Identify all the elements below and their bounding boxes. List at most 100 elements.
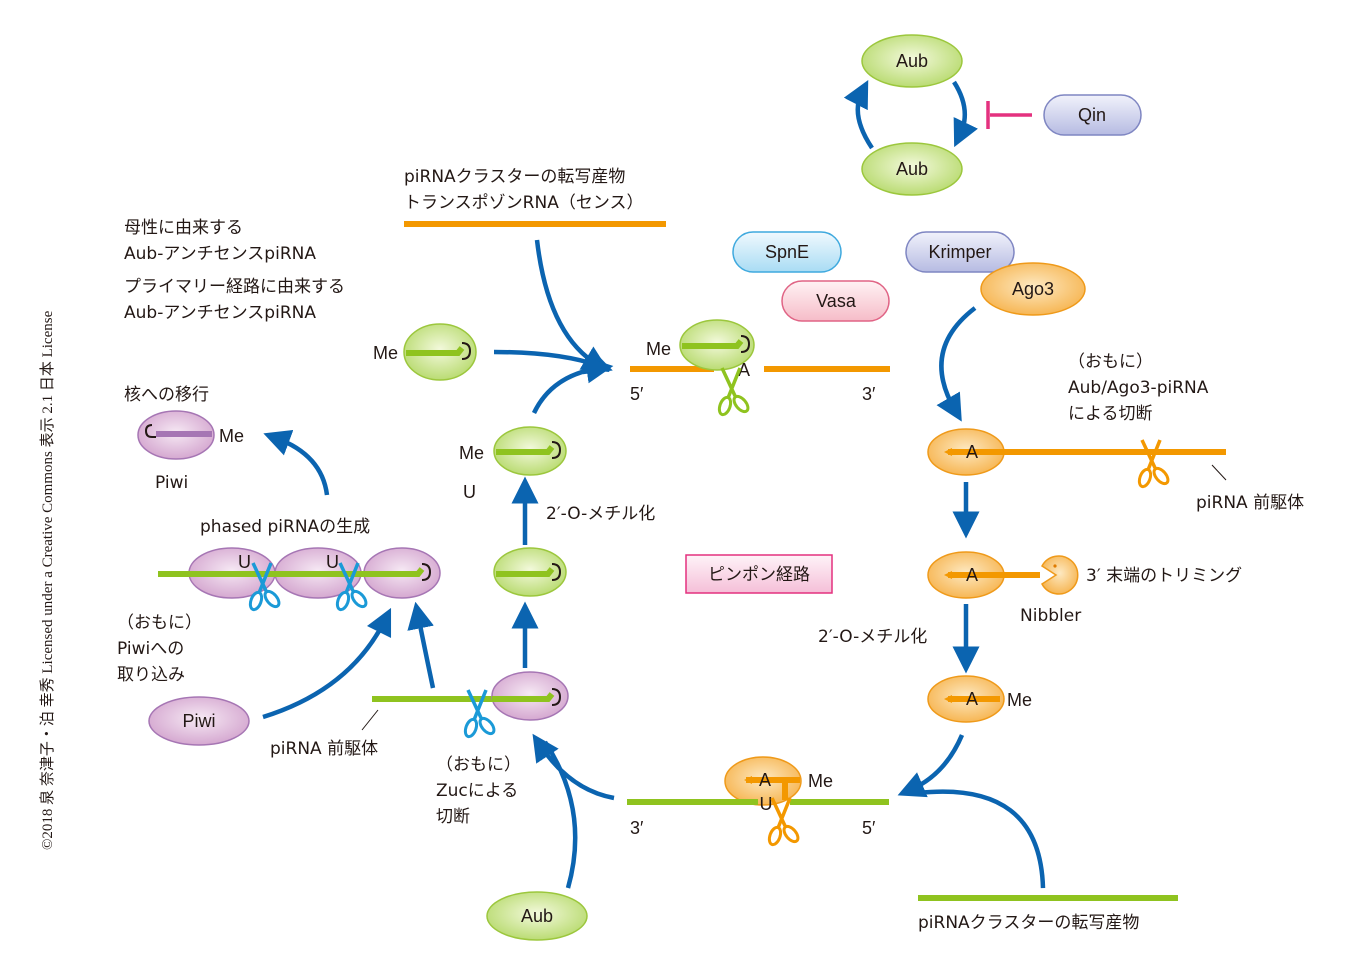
arrow-bottom-to-zuc <box>532 733 615 801</box>
me-label-ago3: Me <box>1007 690 1032 710</box>
sense-transcript-label-2: トランスポゾンRNA（センス） <box>404 193 643 213</box>
aub-ago3-label-3: による切断 <box>1068 404 1153 424</box>
rna-5prime-arrow <box>944 695 952 703</box>
aub-target-strand <box>682 339 744 349</box>
five-prime-label-bottom: 5′ <box>862 818 876 838</box>
krimper-label: Krimper <box>928 242 991 262</box>
nibbler-label: Nibbler <box>1020 606 1081 626</box>
arrow-ago3-to-cleavage <box>936 306 977 422</box>
arrow-piwi-to-phased <box>262 607 392 720</box>
me-label-bottom: Me <box>808 771 833 791</box>
nuclear-import-label: 核への移行 <box>124 385 209 405</box>
krimper-node <box>905 231 1015 273</box>
me-label-piwi: Me <box>219 426 244 446</box>
u-label-phased-2: U <box>326 552 339 572</box>
arrow-transcript-to-target <box>534 239 610 372</box>
trimming-label: 3′ 末端のトリミング <box>1086 566 1242 586</box>
phased-label: phased piRNAの生成 <box>200 517 370 537</box>
rna-5prime-arrow <box>744 776 752 784</box>
cluster-transcript-bottom-label: piRNAクラスターの転写産物 <box>918 913 1139 933</box>
u-hook-icon <box>551 688 562 706</box>
precursor-left-leader <box>361 709 379 731</box>
a-label-target: A <box>738 360 750 380</box>
piwi-load-label-3: 取り込み <box>117 665 185 685</box>
piwi-left-node <box>148 696 250 746</box>
u-hook-icon <box>421 563 432 581</box>
u-hook-icon <box>551 563 562 581</box>
zuc-label-3: 切断 <box>436 807 470 827</box>
aub-top-node <box>861 34 963 88</box>
rna-5prime-arrow <box>944 571 952 579</box>
zuc-label-2: Zucによる <box>436 781 518 801</box>
qin-node <box>1043 94 1142 136</box>
aub-loop: Aub Aub Qin <box>843 34 1142 196</box>
a-label-bottom: A <box>759 770 771 790</box>
u-label-bottom: U <box>760 794 773 814</box>
primary-label-1: プライマリー経路に由来する <box>124 277 345 297</box>
spne-node <box>732 231 842 273</box>
u-label-aub2: U <box>463 482 476 502</box>
three-prime-label-bottom: 3′ <box>630 818 644 838</box>
phased-precursor-rna <box>158 567 425 577</box>
arrow-ago3-to-bottom <box>897 734 965 798</box>
primary-label-2: Aub-アンチセンスpiRNA <box>124 303 316 323</box>
a-label-ago3-3: A <box>966 689 978 709</box>
sense-transcript-label-1: piRNAクラスターの転写産物 <box>404 167 625 187</box>
me-label-aub1: Me <box>373 343 398 363</box>
u-label-phased-1: U <box>238 552 251 572</box>
vasa-label: Vasa <box>816 291 857 311</box>
aub-ago3-label-1: （おもに） <box>1068 352 1153 372</box>
aub-unmethylated-strand <box>496 567 555 577</box>
copyright-credit: ©2018 泉 奈津子・泊 幸秀 Licensed under a Creati… <box>39 310 56 850</box>
u-hook-icon <box>740 335 751 353</box>
aub-ago3-label-2: Aub/Ago3-piRNA <box>1068 378 1209 398</box>
aub-pirna-strand <box>406 346 465 356</box>
pingpong-label: ピンポン経路 <box>708 565 810 585</box>
precursor-leader-line <box>1211 464 1227 481</box>
piwi-top-label: Piwi <box>155 473 188 493</box>
ago3-node <box>980 262 1086 316</box>
scissors-orange-icon <box>1135 438 1173 490</box>
aub-top-label: Aub <box>896 51 928 71</box>
nibbler-eye <box>1053 564 1057 568</box>
aub-bottom-node <box>486 891 588 941</box>
piwi-load-label-1: （おもに） <box>117 613 202 633</box>
arrow-aub-to-zuc <box>543 740 578 889</box>
precursor-right-label: piRNA 前駆体 <box>1196 493 1304 513</box>
methylation-right-label: 2′-O-メチル化 <box>818 627 927 647</box>
three-prime-label-top: 3′ <box>862 384 876 404</box>
u-hook-icon <box>144 424 156 438</box>
a-label-ago3-1: A <box>966 442 978 462</box>
maternal-label-1: 母性に由来する <box>124 218 243 238</box>
piwi-precursor-strand <box>492 692 555 702</box>
arrow-precursor-to-phased <box>407 601 436 689</box>
aub-bottom-label: Aub <box>896 159 928 179</box>
rna-5prime-arrow <box>944 448 952 456</box>
arrow-phased-to-nuclear <box>263 430 330 496</box>
u-hook-icon <box>551 441 562 459</box>
loop-arrow-up <box>843 80 874 150</box>
nibbler-icon <box>1041 555 1079 595</box>
ago3-label: Ago3 <box>1012 279 1054 299</box>
vasa-node <box>781 280 890 322</box>
u-hook-icon <box>461 342 472 360</box>
piwi-left-label: Piwi <box>182 711 215 731</box>
qin-label: Qin <box>1078 105 1106 125</box>
arrow-methylated-to-target <box>531 356 614 414</box>
maternal-label-2: Aub-アンチセンスpiRNA <box>124 244 316 264</box>
me-label-aub2: Me <box>459 443 484 463</box>
ago3-bottom-strand <box>746 777 800 800</box>
zuc-label-1: （おもに） <box>436 755 521 775</box>
loop-arrow-down <box>952 80 979 148</box>
arrow-cluster-to-bottom <box>917 789 1046 889</box>
five-prime-label-top: 5′ <box>630 384 644 404</box>
me-label-target: Me <box>646 339 671 359</box>
aub-bottom-node <box>861 142 963 196</box>
a-label-ago3-2: A <box>966 565 978 585</box>
aub-bottom-label: Aub <box>521 906 553 926</box>
precursor-left-label: piRNA 前駆体 <box>270 739 378 759</box>
methylation-left-label: 2′-O-メチル化 <box>546 504 655 524</box>
pingpong-box <box>685 554 833 594</box>
aub-methylated-strand <box>496 445 555 455</box>
